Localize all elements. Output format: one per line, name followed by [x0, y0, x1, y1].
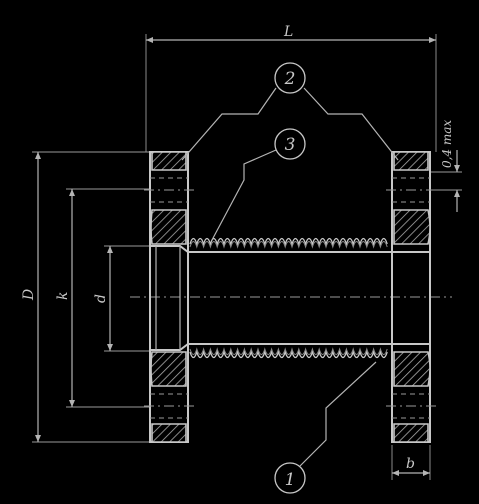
- callout-flange-number: 2: [284, 69, 296, 89]
- callout-bellows: 3: [211, 128, 306, 241]
- tolerance-label: 0,4 max: [440, 120, 454, 168]
- dimension-k: k: [55, 188, 150, 408]
- dimension-k-label: k: [55, 292, 71, 300]
- dimension-L: L: [145, 24, 437, 152]
- bellows-wave: [189, 349, 388, 359]
- dimension-d: d: [93, 245, 150, 352]
- bellows-wave-inner: [189, 347, 388, 355]
- callout-liner-number: 1: [285, 470, 296, 490]
- inner-liner: [149, 245, 431, 351]
- dimension-b-label: b: [406, 456, 415, 472]
- callout-flange: 2: [181, 62, 399, 161]
- bellows-wave: [189, 237, 388, 247]
- left-flange: [144, 151, 194, 443]
- bellows-wave-inner: [189, 241, 388, 249]
- dimension-d-label: d: [93, 294, 109, 303]
- dimension-b: b: [391, 445, 431, 480]
- callout-bellows-number: 3: [285, 135, 296, 155]
- callout-liner: 1: [274, 361, 377, 494]
- bellows-bottom: [189, 347, 388, 359]
- dimension-D: D: [21, 151, 150, 443]
- dimension-D-label: D: [21, 289, 37, 301]
- dimension-L-label: L: [283, 24, 293, 40]
- bellows-top: [189, 237, 388, 249]
- dimension-tolerance: 0,4 max: [430, 120, 462, 212]
